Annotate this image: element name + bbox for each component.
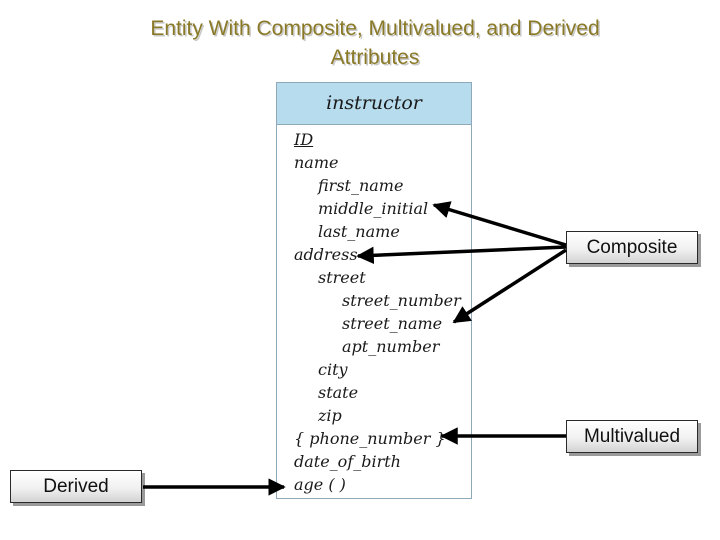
attribute-age: age ( )	[294, 475, 346, 494]
attribute-zip: zip	[318, 406, 342, 425]
attribute-street: street	[318, 268, 366, 287]
title-line-1: Entity With Composite, Multivalued, and …	[150, 17, 600, 40]
arrow-composite-to-address	[356, 245, 567, 265]
attribute-date-of-birth: date_of_birth	[294, 452, 401, 471]
attribute-street-number: street_number	[342, 291, 461, 310]
attribute-phone-number: { phone_number }	[294, 429, 446, 448]
slide-title: Entity With Composite, Multivalued, and …	[60, 14, 690, 72]
attribute-city: city	[318, 360, 348, 379]
multivalued-label: Multivalued	[566, 420, 698, 453]
attribute-list: ID name first_name middle_initial last_n…	[294, 128, 461, 496]
attribute-first-name: first_name	[318, 176, 404, 195]
attribute-middle-initial: middle_initial	[318, 199, 429, 218]
arrow-composite-to-name	[432, 201, 567, 247]
attribute-apt-number: apt_number	[342, 337, 440, 356]
derived-label: Derived	[10, 470, 142, 503]
attribute-name: name	[294, 153, 339, 172]
attribute-state: state	[318, 383, 359, 402]
attribute-address: address	[294, 245, 358, 264]
entity-instructor: instructor ID name first_name middle_ini…	[276, 82, 472, 499]
attribute-last-name: last_name	[318, 222, 400, 241]
attribute-id: ID	[294, 130, 314, 149]
composite-label: Composite	[566, 231, 698, 264]
title-line-2: Attributes	[330, 46, 420, 69]
arrow-composite-to-street	[452, 248, 567, 324]
entity-name: instructor	[277, 83, 471, 125]
attribute-street-name: street_name	[342, 314, 443, 333]
